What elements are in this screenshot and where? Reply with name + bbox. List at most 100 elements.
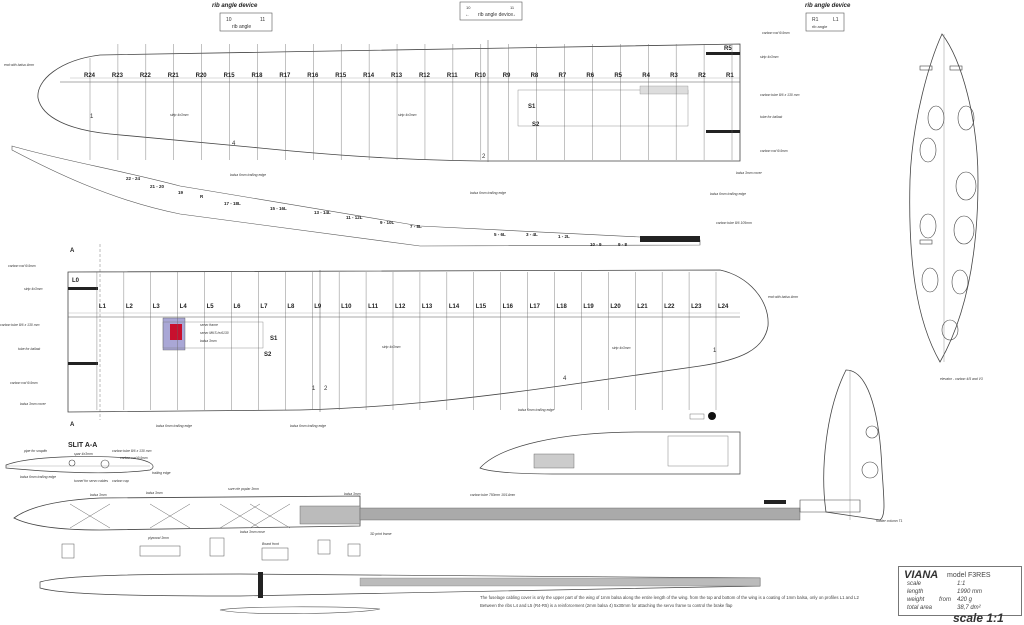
rib-label-r14: R14 — [363, 73, 375, 79]
spar-label: 1 - 2L — [558, 234, 570, 239]
rib-label-r22: R22 — [140, 73, 152, 79]
lw-note-tip: end with balsa 4mm — [768, 295, 798, 299]
rib-angle-label-left: rib angle — [232, 24, 251, 30]
left-wing-a-top: A — [70, 248, 75, 254]
rib-label-l4: L4 — [180, 304, 188, 310]
rib-label-r2: R2 — [698, 73, 706, 79]
lw-note-balsa-hatch: balsa 3mm — [200, 339, 217, 343]
rib-label-l16: L16 — [503, 304, 514, 310]
section-balsa-te: balsa 6mm trailing edge — [20, 475, 56, 479]
section-tunnel: tunnel for servo cables — [74, 479, 108, 483]
rw-note-carbon-tube-end: carbon tube 8/6 105mm — [716, 221, 752, 225]
rib-label-l15: L15 — [476, 304, 487, 310]
spar-label: 3 - 4L — [526, 232, 538, 237]
spar-label: 10 - 9 — [590, 242, 602, 247]
fus-balsa-top: balsa 3mm — [90, 493, 107, 497]
fus-balsa-nose: balsa 3mm nose — [240, 530, 265, 534]
title-row-value: 38,7 dm² — [957, 605, 981, 611]
title-row-value: 1:1 — [957, 581, 966, 587]
rib-label-l12: L12 — [395, 304, 406, 310]
left-wing-a-bottom: A — [70, 422, 75, 428]
title-row-key: weight — [907, 597, 925, 603]
right-wing-r5: R5 — [724, 46, 732, 52]
rib-angle-a-left: 10 — [226, 17, 232, 23]
lw-note-carbon-rod: carbon rod 6/4mm — [8, 264, 36, 268]
rib-angle-arrow-right: → — [511, 12, 516, 18]
rib-label-l1: L1 — [99, 304, 107, 310]
plane-model: model F3RES — [947, 572, 991, 579]
rw-note-carbon-rod2: carbon rod 6/4mm — [760, 149, 788, 153]
fuselage-side-view: balsa 3mm balsa 3mm sure nle poplar 3mm … — [13, 487, 903, 614]
rib-label-l13: L13 — [422, 304, 433, 310]
rw-note-balsa-te2: balsa 6mm trailing edge — [470, 191, 506, 195]
fus-carbon-tube: carbon tube 750mm 10/14mm — [470, 493, 515, 497]
fus-rudder: rudder column T1 — [876, 519, 903, 523]
rib-label-l20: L20 — [610, 304, 621, 310]
rib-label-l21: L21 — [637, 304, 648, 310]
rib-label-r17: R17 — [279, 73, 291, 79]
rib-label-l3: L3 — [153, 304, 161, 310]
spar-label: 9 - 8 — [618, 242, 628, 247]
elevator-plan: elevator - carbon 4/5 and V3 — [909, 33, 983, 381]
title-row-value: 1990 mm — [957, 589, 983, 595]
section-spar: spar 4x3mm — [74, 452, 93, 456]
rib-label-r23: R23 — [112, 73, 124, 79]
rib-angle-label-center: rib angle device — [478, 12, 513, 18]
spar-label: 21 - 20 — [150, 184, 165, 189]
spar-label: 19 — [178, 190, 184, 195]
vertical-fin — [823, 369, 885, 521]
rib-label-r5: R5 — [614, 73, 622, 79]
lw-note-servo-frame: servo frame — [200, 323, 218, 327]
left-wing-mark-1: 1 — [312, 386, 316, 392]
rib-label-l8: L8 — [287, 304, 295, 310]
section-carbon-tube: carbon tube 8/6 x 130 mm — [112, 449, 152, 453]
rib-label-r21: R21 — [168, 73, 180, 79]
rw-note-strip: strip 4x3mm — [170, 113, 189, 117]
rw-note-tip: end with balsa 4mm — [4, 63, 34, 67]
plane-name: VIANA — [904, 569, 939, 581]
rib-angle-b-center: 11 — [510, 5, 515, 10]
rib-angle-b-left: 11 — [260, 17, 265, 23]
left-wing-mark-2: 2 — [324, 386, 328, 392]
scale-label: scale 1:1 — [953, 611, 1004, 625]
rib-angle-title-left: rib angle device — [212, 3, 258, 9]
rib-label-l10: L10 — [341, 304, 352, 310]
lw-note-carbon-rod2: carbon rod 6/4mm — [10, 381, 38, 385]
rib-label-l9: L9 — [314, 304, 322, 310]
rib-label-l23: L23 — [691, 304, 702, 310]
rw-note-balsa-cover: balsa 3mm cover — [736, 171, 763, 175]
spar-label: 5 - 6L — [494, 232, 506, 237]
rib-label-r9: R9 — [503, 73, 511, 79]
rib-angle-a-right: R1 — [812, 17, 819, 23]
rib-label-r11: R11 — [447, 73, 458, 79]
rib-label-r3: R3 — [670, 73, 678, 79]
rib-label-l19: L19 — [583, 304, 594, 310]
spar-label: 17 - 18L — [224, 201, 241, 206]
fus-board: Board front — [262, 542, 280, 546]
rib-label-l2: L2 — [126, 304, 134, 310]
rw-note-strip2: strip 4x3mm — [398, 113, 417, 117]
fus-sapele: sure nle poplar 3mm — [228, 487, 259, 491]
rib-label-l11: L11 — [368, 304, 379, 310]
rib-label-l17: L17 — [530, 304, 541, 310]
section-pipe: pipe for snapfin — [23, 449, 47, 453]
elevator-label: elevator - carbon 4/5 and V3 — [940, 377, 983, 381]
rib-label-r6: R6 — [586, 73, 594, 79]
lw-note-strip-right: strip 4x3mm — [612, 346, 631, 350]
right-wing-mark-3: 2 — [482, 154, 486, 160]
rib-label-l7: L7 — [260, 304, 268, 310]
rib-label-r15: R15 — [224, 73, 236, 79]
spar-label: 22 - 24 — [126, 176, 141, 181]
rib-label-r4: R4 — [642, 73, 650, 79]
rw-note-carbon-tube: carbon tube 8/6 x 130 mm — [760, 93, 800, 97]
section-carbon-cap: carbon cap — [112, 479, 129, 483]
spar-label: 7 - 8L — [410, 224, 422, 229]
rib-angle-a-center: 10 — [466, 5, 471, 10]
section-trailing: trailing edge — [152, 471, 171, 475]
title-block: VIANA model F3RES scale 1:1 length 1990 … — [898, 566, 1022, 616]
lw-note-strip: strip 4x3mm — [24, 287, 43, 291]
